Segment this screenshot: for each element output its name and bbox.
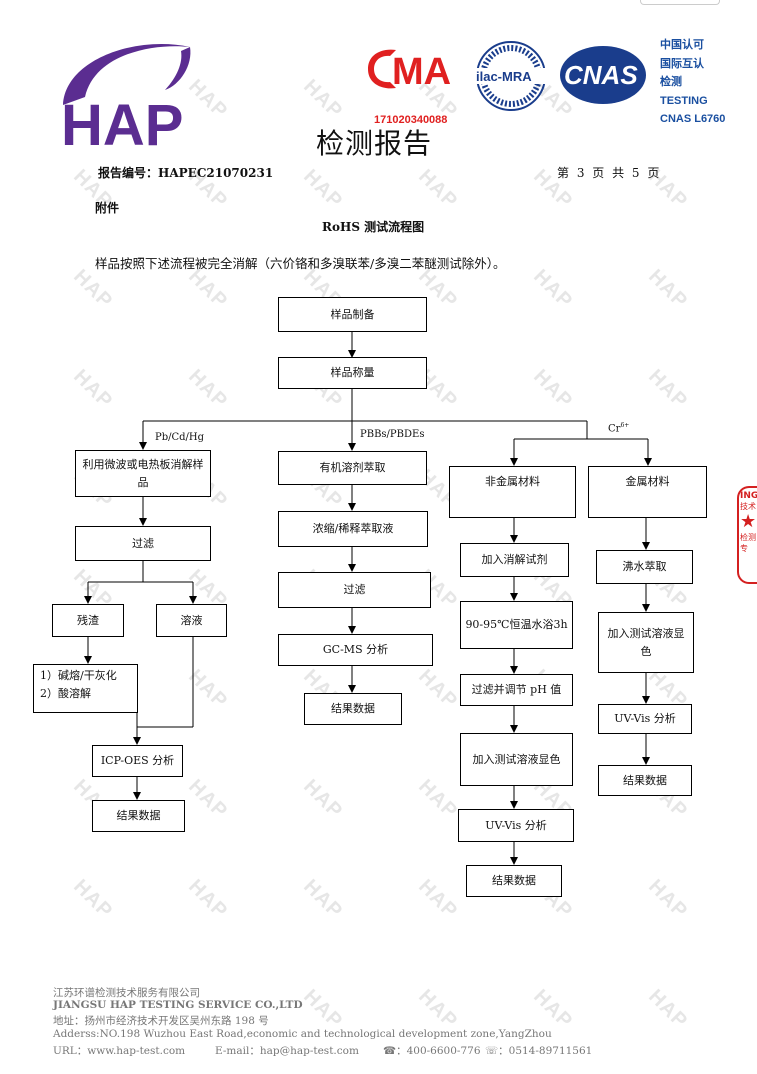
footer-address-cn: 地址：扬州市经济技术开发区吴州东路 198 号 <box>53 1015 269 1027</box>
branch-label-pbb: PBBs/PBDEs <box>360 429 425 440</box>
flow-box-uv-metal: UV-Vis 分析 <box>598 704 692 734</box>
branch-label-cr-sup: 6+ <box>620 422 630 429</box>
accreditation-line: TESTING <box>660 94 708 107</box>
footer-address-en: Adderss:NO.198 Wuzhou East Road,economic… <box>53 1028 552 1040</box>
flow-box-add-color-nonmetal: 加入测试溶液显色 <box>460 733 573 786</box>
report-number: 报告编号：HAPEC21070231 <box>98 166 274 180</box>
svg-text:MA: MA <box>392 51 451 93</box>
accreditation-line: 中国认可 <box>660 39 704 51</box>
accreditation-block: 中国认可 国际互认 检测 TESTING CNAS L6760 <box>660 36 725 129</box>
flow-box-icp: ICP-OES 分析 <box>92 745 183 777</box>
svg-text:ilac-MRA: ilac-MRA <box>476 69 532 84</box>
flow-box-concentrate: 浓缩/稀释萃取液 <box>278 511 428 547</box>
flow-box-digest: 利用微波或电热板消解样品 <box>75 450 211 497</box>
flow-box-residue: 残渣 <box>52 604 124 637</box>
intro-text: 样品按照下述流程被完全消解（六价铬和多溴联苯/多溴二苯醚测试除外）。 <box>95 256 506 271</box>
flow-box-nonmetal: 非金属材料 <box>449 466 576 518</box>
section-label: 附件 <box>95 201 120 215</box>
flow-box-metal: 金属材料 <box>588 466 707 518</box>
flow-box-filter-ph: 过滤并调节 pH 值 <box>460 674 573 706</box>
svg-text:CNAS: CNAS <box>564 60 638 90</box>
accreditation-line: CNAS L6760 <box>660 113 726 125</box>
flow-box-gcms: GC-MS 分析 <box>278 634 433 666</box>
ilac-mra-logo: ilac-MRA <box>472 40 550 112</box>
flow-box-filter-left: 过滤 <box>75 526 211 561</box>
branch-label-cr-text: Cr <box>608 423 621 435</box>
stamp-text: 技术 <box>740 502 756 511</box>
cnas-logo: CNAS <box>558 44 648 106</box>
branch-label-pb: Pb/Cd/Hg <box>155 432 205 443</box>
flow-box-water-bath: 90-95℃恒温水浴3h <box>460 601 573 649</box>
stamp-text: ING <box>740 491 757 501</box>
top-edge-mark <box>640 0 720 5</box>
flow-box-sample-prep: 样品制备 <box>278 297 427 332</box>
footer-company-en: JIANGSU HAP TESTING SERVICE CO.,LTD <box>53 999 303 1011</box>
stamp-text: 检测专 <box>740 533 756 553</box>
residue-step: 2）酸溶解 <box>40 687 91 700</box>
footer-fax-text: ：0514-89711561 <box>498 1045 593 1057</box>
fax-icon: ☏ <box>485 1045 499 1057</box>
flow-box-result-metal: 结果数据 <box>598 765 692 796</box>
branch-label-cr: Cr6+ <box>608 422 629 434</box>
accreditation-line: 国际互认 <box>660 57 704 70</box>
cma-number: 171020340088 <box>374 114 448 126</box>
flow-box-sample-weigh: 样品称量 <box>278 357 427 389</box>
flow-box-filter-middle: 过滤 <box>278 572 431 608</box>
flow-box-uv-nonmetal: UV-Vis 分析 <box>458 809 574 842</box>
chart-title: RoHS 测试流程图 <box>322 220 425 234</box>
flow-box-residue-steps: 1）碱熔/干灰化 2）酸溶解 <box>33 664 138 713</box>
flow-box-add-color-metal: 加入测试溶液显色 <box>598 612 694 673</box>
cma-logo: MA <box>362 44 462 94</box>
footer-url[interactable]: URL：www.hap-test.com <box>53 1045 186 1057</box>
footer-fax: ☏：0514-89711561 <box>485 1043 592 1058</box>
page-info: 第 3 页 共 5 页 <box>557 166 660 180</box>
footer-phone: ☎：400-6600-776 <box>383 1043 481 1058</box>
flow-box-solution: 溶液 <box>156 604 227 637</box>
side-stamp: ING 技术 ★ 检测专 <box>737 486 757 584</box>
flow-box-result-middle: 结果数据 <box>304 693 402 725</box>
residue-step: 1）碱熔/干灰化 <box>40 669 117 682</box>
svg-text:HAP: HAP <box>61 93 183 150</box>
footer-email[interactable]: E-mail：hap@hap-test.com <box>215 1045 359 1057</box>
flow-box-result-left: 结果数据 <box>92 800 185 832</box>
report-title: 检测报告 <box>316 127 433 160</box>
flow-box-boil: 沸水萃取 <box>596 550 693 584</box>
footer-phone-text: ：400-6600-776 <box>396 1045 481 1057</box>
flow-box-add-reagent: 加入消解试剂 <box>460 543 569 577</box>
footer-company-cn: 江苏环谱检测技术服务有限公司 <box>53 987 200 999</box>
flow-box-result-nonmetal: 结果数据 <box>466 865 562 897</box>
phone-icon: ☎ <box>383 1045 397 1057</box>
hap-logo: HAP <box>55 35 200 158</box>
star-icon: ★ <box>740 511 757 532</box>
flow-box-extract: 有机溶剂萃取 <box>278 451 427 485</box>
accreditation-line: 检测 <box>660 76 682 88</box>
